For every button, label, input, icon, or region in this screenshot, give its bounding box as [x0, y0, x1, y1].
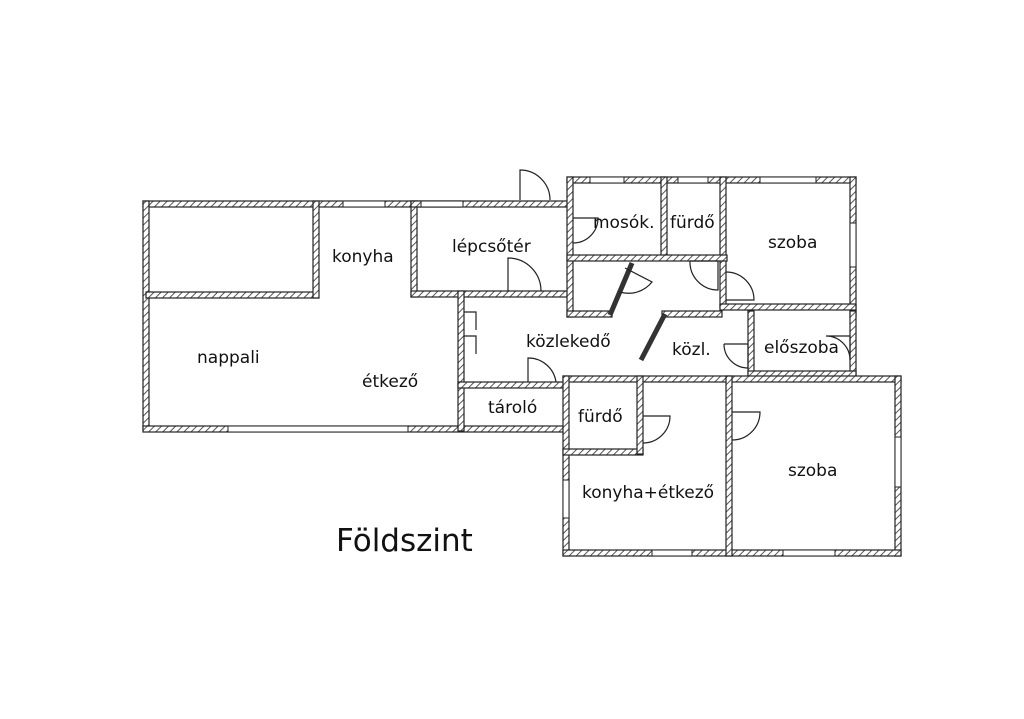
label-nappali: nappali: [197, 348, 260, 368]
room-labels: konyha lépcsőtér mosók. fürdő szoba napp…: [197, 213, 839, 503]
plan-title: Földszint: [336, 523, 473, 559]
doors: [464, 169, 851, 444]
label-lepcsoter: lépcsőtér: [452, 237, 531, 257]
label-konyha-etkezo: konyha+étkező: [582, 483, 714, 503]
label-tarolo: tároló: [488, 398, 537, 418]
label-szoba-top: szoba: [768, 233, 817, 253]
walls: [142, 176, 902, 557]
label-furdo-bottom: fürdő: [578, 407, 623, 427]
windows: [227, 176, 902, 557]
label-mosok: mosók.: [593, 213, 654, 233]
label-etkezo: étkező: [362, 372, 418, 392]
label-szoba-bottom: szoba: [788, 461, 837, 481]
label-kozl: közl.: [672, 340, 711, 360]
label-furdo-top: fürdő: [670, 213, 715, 233]
label-konyha: konyha: [332, 247, 394, 267]
diagonal-walls: [607, 262, 668, 362]
label-kozlekedo: közlekedő: [526, 332, 611, 352]
label-eloszoba: előszoba: [764, 338, 839, 358]
